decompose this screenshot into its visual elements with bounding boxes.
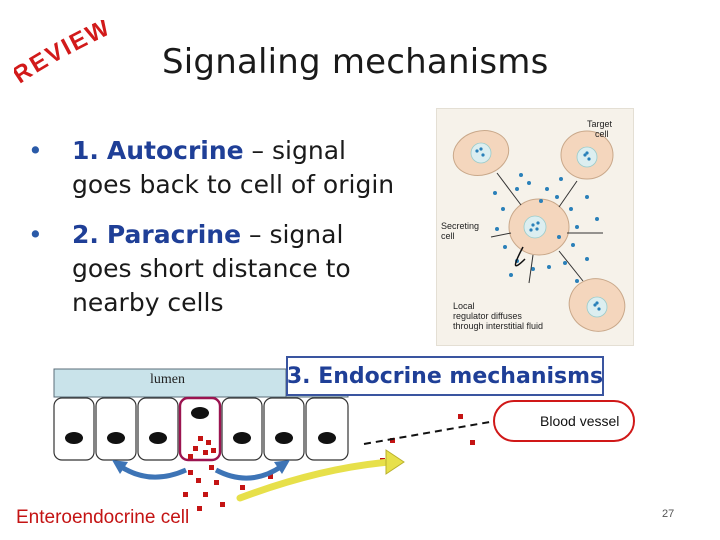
epithelial-cells — [53, 397, 349, 461]
bullet-number: 2. — [72, 220, 99, 249]
target-cell-label: Target cell — [587, 119, 615, 139]
bullet-rest: – signal goes back to cell of origin — [72, 136, 395, 199]
blood-vessel — [493, 400, 635, 442]
figure-caption: Local regulator diffuses through interst… — [453, 301, 543, 331]
endocrine-label-box: 3. Endocrine mechanisms — [286, 356, 604, 396]
bullet-rest: – signal goes short distance to nearby c… — [72, 220, 351, 317]
slide-title: Signaling mechanisms — [162, 42, 549, 82]
endocrine-arrow-yellow — [236, 458, 394, 502]
paracrine-figure: Target cell Secreting cell Local regulat… — [436, 108, 634, 346]
lumen-band — [53, 368, 287, 398]
paracrine-arrow-left-head — [112, 460, 128, 474]
bullet-term: Autocrine — [106, 136, 244, 165]
endocrine-label: 3. Endocrine mechanisms — [286, 363, 604, 389]
bullet-dot: • — [28, 136, 43, 165]
cell-nuclei — [65, 407, 336, 444]
lumen-label: lumen — [150, 372, 185, 387]
paracrine-arrow-right-head — [274, 460, 290, 474]
bullet-term: Paracrine — [106, 220, 242, 249]
review-logo: REVIEW — [14, 20, 115, 89]
blood-vessel-label: Blood vessel — [540, 413, 620, 429]
bullet-autocrine: • 1. Autocrine – signal goes back to cel… — [28, 134, 408, 202]
bullet-text: 1. Autocrine – signal goes back to cell … — [28, 134, 408, 202]
bullet-paracrine: • 2. Paracrine – signal goes short dista… — [28, 218, 408, 320]
secreting-cell-label: Secreting cell — [441, 221, 482, 241]
bullet-dot: • — [28, 220, 43, 249]
bullet-text: 2. Paracrine – signal goes short distanc… — [28, 218, 408, 320]
paracrine-arrow-right — [214, 463, 284, 481]
page-number: 27 — [662, 508, 675, 520]
review-logo-text: REVIEW — [14, 20, 115, 89]
paracrine-arrow-left — [118, 463, 188, 480]
enteroendocrine-label: Enteroendocrine cell — [16, 507, 190, 528]
endocrine-arrow-yellow-head — [385, 449, 405, 475]
paracrine-figure-art: Target cell Secreting cell Local regulat… — [441, 119, 626, 332]
bullet-number: 1. — [72, 136, 99, 165]
